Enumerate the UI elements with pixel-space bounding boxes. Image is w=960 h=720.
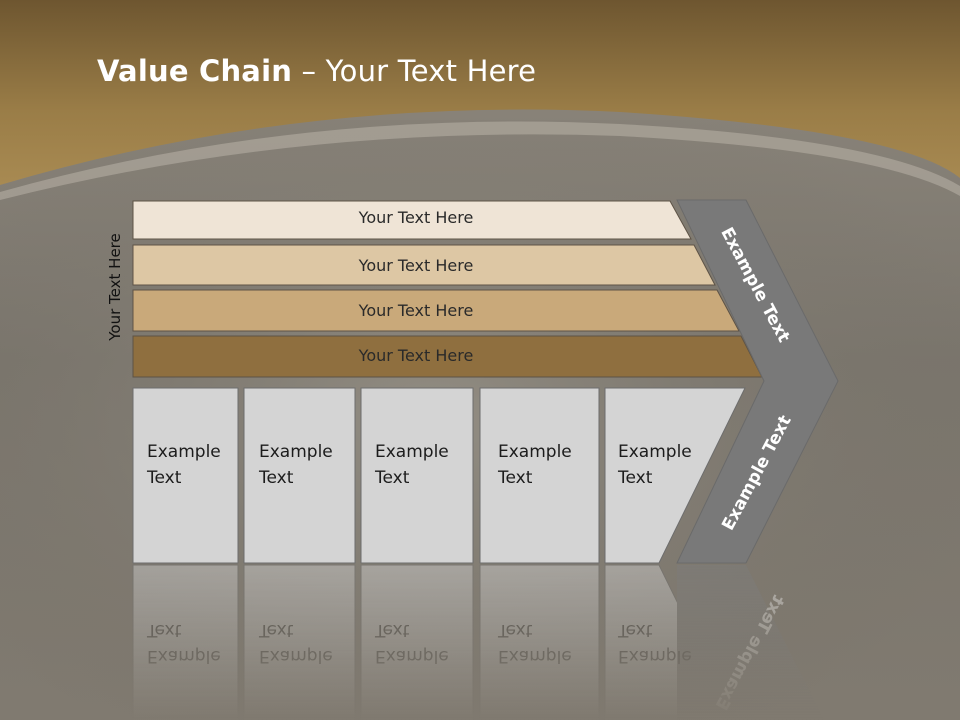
band-1 bbox=[132, 200, 692, 240]
band-1-label: Your Text Here bbox=[358, 208, 474, 227]
box-1-line2: Text bbox=[147, 468, 182, 488]
box-3-reflection-text: Text bbox=[374, 620, 410, 640]
box-2-reflection-text: Text bbox=[258, 620, 294, 640]
band-4-label: Your Text Here bbox=[358, 346, 474, 365]
band-3-label: Your Text Here bbox=[358, 301, 474, 320]
box-2 bbox=[243, 387, 356, 564]
band-3 bbox=[132, 289, 740, 332]
box-1-reflection bbox=[132, 564, 239, 720]
box-5-reflection-text: Text bbox=[617, 620, 653, 640]
side-label-text: Your Text Here bbox=[106, 233, 124, 341]
box-5 bbox=[604, 387, 746, 564]
box-1-reflection-text: Text bbox=[146, 620, 182, 640]
box-1-line1: Example bbox=[147, 442, 221, 462]
title-bold: Value Chain bbox=[97, 54, 293, 88]
boxes-group bbox=[132, 387, 746, 564]
box-3 bbox=[360, 387, 474, 564]
box-4 bbox=[479, 387, 600, 564]
box-1-reflection-text: Example bbox=[147, 646, 221, 666]
box-5-line2: Text bbox=[618, 468, 653, 488]
box-2-reflection-text: Example bbox=[259, 646, 333, 666]
band-2-label: Your Text Here bbox=[358, 256, 474, 275]
box-3-reflection-text: Example bbox=[375, 646, 449, 666]
chevron-arrow bbox=[676, 199, 839, 564]
box-1 bbox=[132, 387, 239, 564]
box-4-line1: Example bbox=[498, 442, 572, 462]
box-3-line2: Text bbox=[375, 468, 410, 488]
box-4-reflection-text: Text bbox=[497, 620, 533, 640]
title-rest: – Your Text Here bbox=[292, 54, 537, 88]
header-band bbox=[0, 0, 960, 185]
box-3-reflection bbox=[360, 564, 474, 720]
box-2-line1: Example bbox=[259, 442, 333, 462]
box-3-line1: Example bbox=[375, 442, 449, 462]
box-4-reflection bbox=[479, 564, 600, 720]
slide-title: Value Chain – Your Text Here bbox=[97, 54, 536, 88]
box-2-line2: Text bbox=[259, 468, 294, 488]
box-5-reflection-text: Example bbox=[618, 646, 692, 666]
box-2-reflection bbox=[243, 564, 356, 720]
box-4-reflection-text: Example bbox=[498, 646, 572, 666]
band-2 bbox=[132, 244, 716, 286]
box-4-line2: Text bbox=[498, 468, 533, 488]
header-arc-highlight bbox=[0, 121, 960, 200]
box-5-line1: Example bbox=[618, 442, 692, 462]
bands-group bbox=[132, 200, 763, 378]
